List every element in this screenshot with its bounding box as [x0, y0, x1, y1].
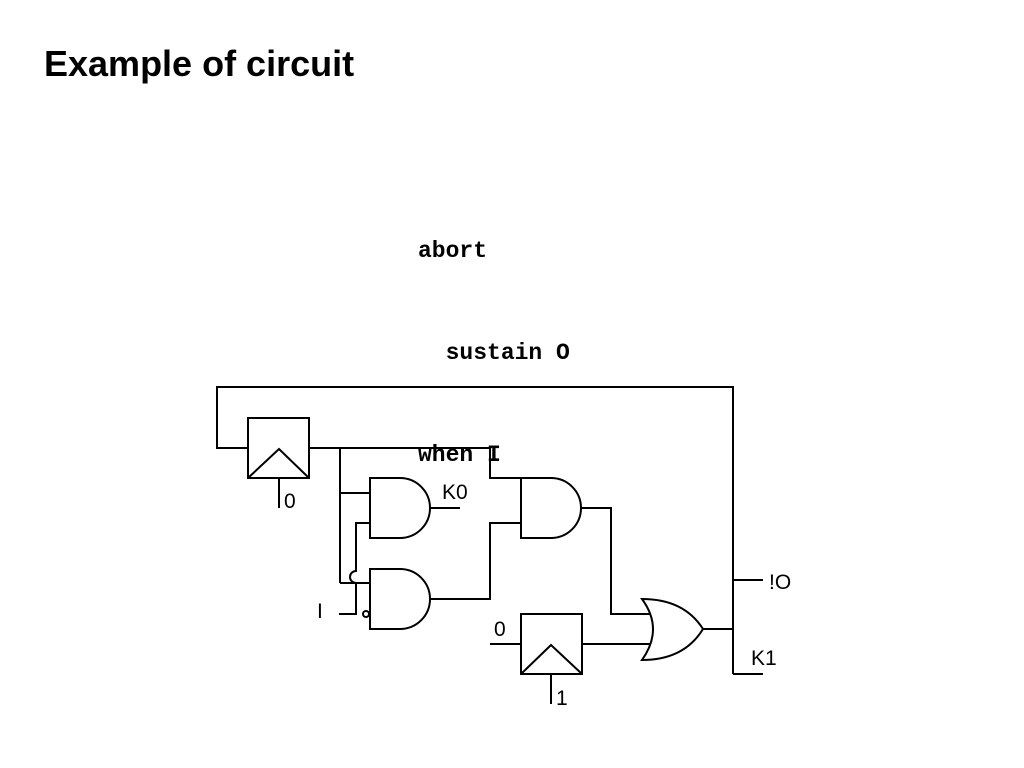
register-bottom-input-label: 0 [494, 618, 506, 641]
input-i-wire [339, 522, 370, 615]
k0-label: K0 [442, 481, 468, 504]
inverter-bubble [362, 610, 370, 618]
code-line: sustain O [418, 340, 570, 366]
lower-and-output-wire [430, 522, 521, 600]
register-bottom-init-label: 1 [556, 687, 568, 710]
k1-label: K1 [751, 647, 777, 670]
code-line: abort [418, 238, 488, 264]
and-gate-lower [369, 568, 431, 630]
and-right-output-wire [581, 507, 650, 615]
register-top-output-wire [309, 447, 521, 479]
slide-title: Example of circuit [44, 43, 355, 84]
input-i-label: I [317, 600, 323, 623]
register-top-init-label: 0 [284, 490, 296, 513]
or-gate [640, 597, 705, 662]
and-gate-right [520, 477, 582, 539]
register-top [247, 417, 310, 508]
not-o-label: !O [769, 571, 791, 594]
and-gate-k0 [369, 477, 431, 539]
register-bottom [520, 613, 583, 704]
feedback-wire [216, 386, 734, 580]
code-block: abort sustain O when I [418, 166, 570, 506]
